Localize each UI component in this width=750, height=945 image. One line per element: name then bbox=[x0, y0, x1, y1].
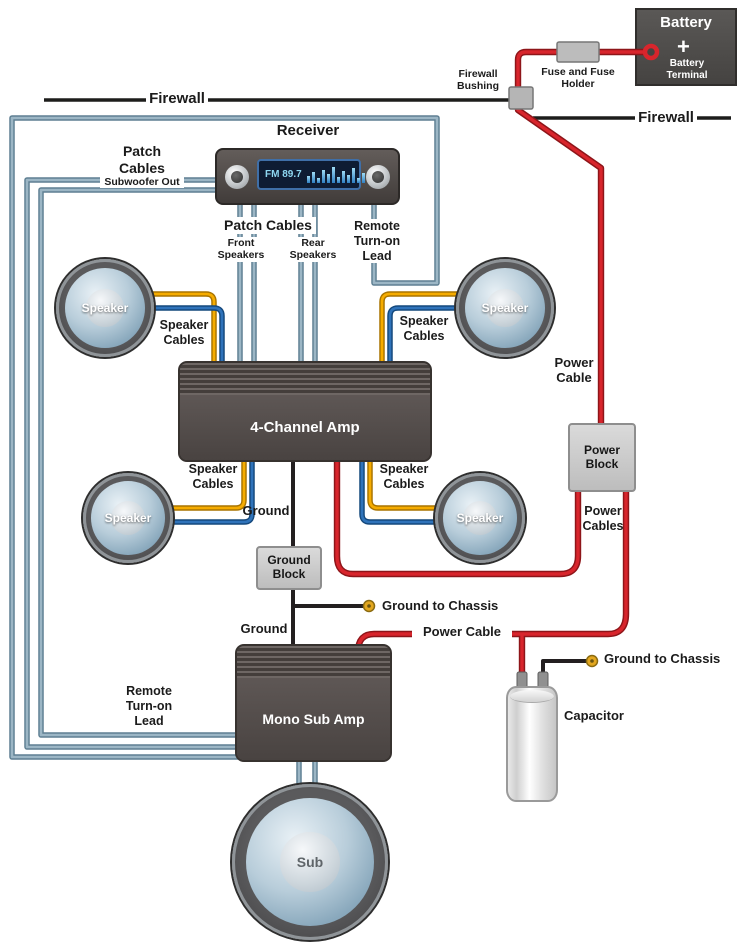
speaker-dust-cap bbox=[462, 500, 498, 536]
firewall-label-left: Firewall bbox=[146, 90, 208, 108]
sub-label: Sub bbox=[296, 854, 324, 870]
speaker-front-left: Speaker bbox=[56, 259, 154, 357]
firewall-bushing-block bbox=[508, 86, 534, 110]
power-cable-label-right: Power Cable bbox=[552, 355, 596, 386]
battery-terminal-label: Battery Terminal bbox=[666, 58, 708, 81]
subwoofer-out-label-group: Patch Cables Subwoofer Out bbox=[100, 143, 184, 189]
speaker-front-right: Speaker bbox=[456, 259, 554, 357]
amp-body: 4-Channel Amp bbox=[180, 395, 430, 460]
volume-knob[interactable] bbox=[225, 165, 249, 189]
ground-to-chassis-label-2: Ground to Chassis bbox=[604, 651, 721, 666]
speaker-label: Speaker bbox=[81, 301, 129, 315]
firewall-label-right: Firewall bbox=[635, 109, 697, 127]
receiver-head-unit: FM 89.7 bbox=[215, 148, 400, 205]
ground-to-chassis-label-1: Ground to Chassis bbox=[382, 598, 499, 613]
power-block-label: Power Block bbox=[583, 442, 620, 471]
capacitor-label: Capacitor bbox=[564, 708, 624, 723]
ground-block-label: Ground Block bbox=[267, 553, 311, 581]
firewall-bushing-label: Firewall Bushing bbox=[457, 68, 499, 93]
tuning-knob[interactable] bbox=[366, 165, 390, 189]
speaker-label: Speaker bbox=[456, 511, 504, 525]
receiver-display: FM 89.7 bbox=[257, 159, 365, 190]
patch-cables-main-label: Patch Cables bbox=[220, 217, 316, 234]
ground-block: Ground Block bbox=[256, 546, 322, 590]
fuse-holder-label: Fuse and Fuse Holder bbox=[541, 66, 615, 91]
speaker-dust-cap bbox=[110, 500, 146, 536]
speaker-cables-label-tl: Speaker Cables bbox=[158, 318, 210, 348]
speaker-cables-label-br: Speaker Cables bbox=[374, 462, 434, 492]
speaker-rear-right: Speaker bbox=[435, 473, 525, 563]
four-channel-amp: 4-Channel Amp bbox=[180, 363, 430, 460]
spectrum-bars bbox=[306, 166, 365, 183]
power-cables-label: Power Cables bbox=[582, 504, 624, 533]
speaker-label: Speaker bbox=[481, 301, 529, 315]
rear-speakers-label: Rear Speakers bbox=[284, 237, 342, 262]
ground-label-upper: Ground bbox=[242, 503, 290, 518]
power-cable-label-mid: Power Cable bbox=[412, 624, 512, 640]
speaker-dust-cap bbox=[86, 289, 124, 327]
speaker-label: Speaker bbox=[104, 511, 152, 525]
battery-ring-terminal-icon bbox=[642, 43, 660, 61]
speaker-cables-label-tr: Speaker Cables bbox=[394, 314, 454, 344]
amp-heatsink-fins bbox=[180, 363, 430, 395]
battery-label: Battery bbox=[660, 14, 712, 31]
subwoofer: Sub bbox=[232, 784, 388, 940]
remote-turn-on-lead-label-bottom: Remote Turn-on Lead bbox=[114, 684, 184, 729]
speaker-cables-label-bl: Speaker Cables bbox=[186, 462, 240, 492]
chassis-terminal-hole-2 bbox=[590, 659, 594, 663]
mono-sub-amp-label: Mono Sub Amp bbox=[262, 711, 365, 727]
speaker-dust-cap bbox=[486, 289, 524, 327]
capacitor-cylinder bbox=[506, 686, 558, 802]
frequency-readout: FM 89.7 bbox=[265, 169, 302, 180]
ground-label-lower: Ground bbox=[240, 621, 288, 636]
sub-amp-heatsink-fins bbox=[237, 646, 390, 678]
speaker-rear-left: Speaker bbox=[83, 473, 173, 563]
chassis-terminal-hole-1 bbox=[367, 604, 371, 608]
remote-turn-on-lead-label-top: Remote Turn-on Lead bbox=[345, 219, 409, 264]
power-block: Power Block bbox=[568, 423, 636, 492]
battery-plus-sign: + bbox=[677, 34, 690, 59]
sub-amp-body: Mono Sub Amp bbox=[237, 678, 390, 760]
receiver-label: Receiver bbox=[276, 122, 340, 139]
mono-sub-amp: Mono Sub Amp bbox=[237, 646, 390, 760]
subwoofer-out-label: Subwoofer Out bbox=[104, 176, 180, 189]
sub-dust-cap bbox=[280, 832, 340, 892]
fuse-holder-block bbox=[556, 41, 600, 63]
four-channel-amp-label: 4-Channel Amp bbox=[250, 419, 360, 436]
ground-to-chassis-wire-2 bbox=[541, 659, 588, 680]
front-speakers-label: Front Speakers bbox=[212, 237, 270, 262]
patch-cables-sub-label: Patch Cables bbox=[119, 143, 165, 176]
